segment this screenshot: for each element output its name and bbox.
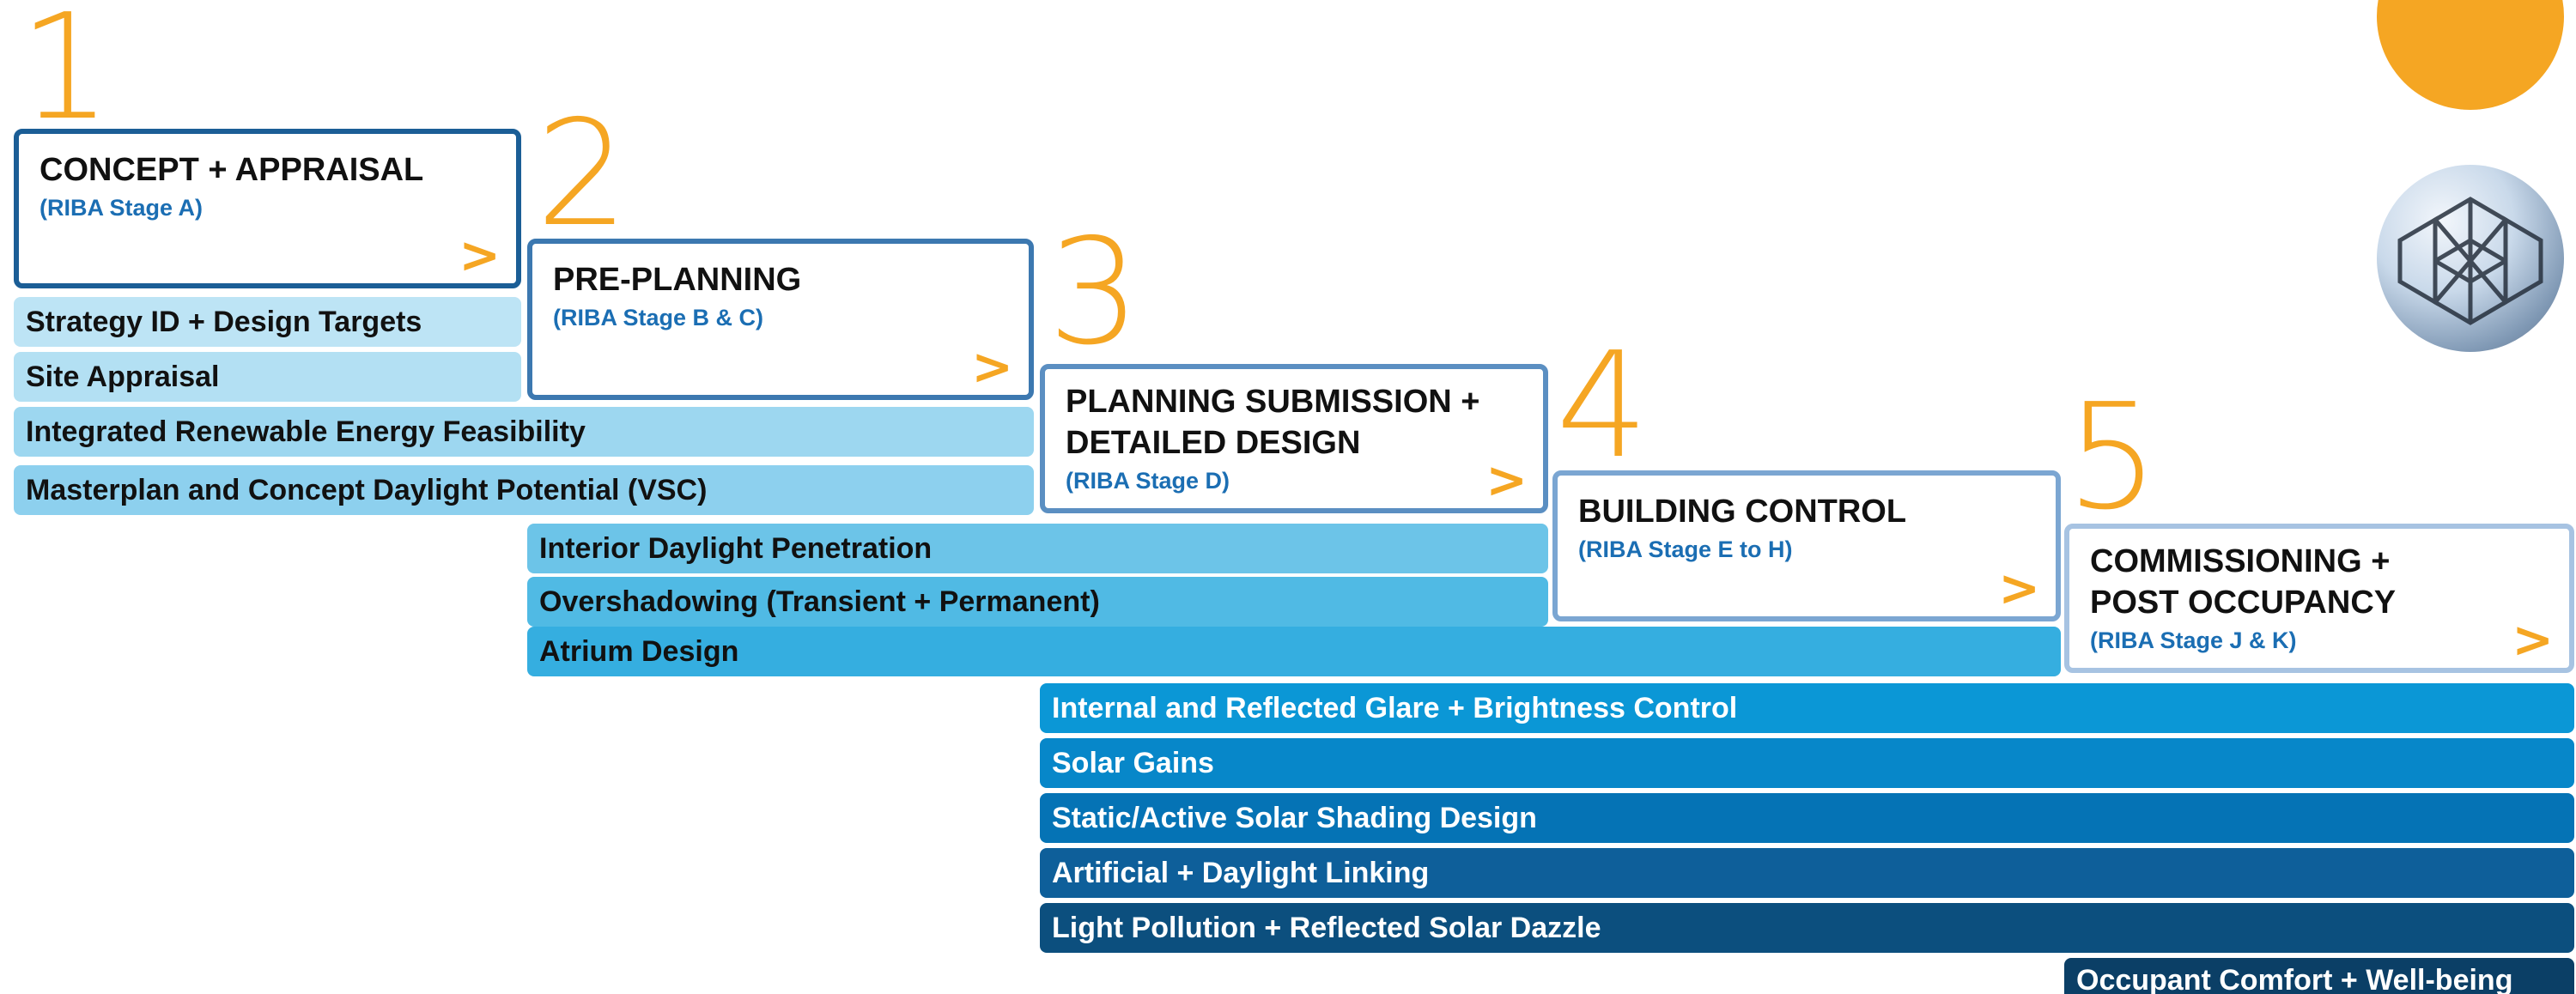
stage-3-title: PLANNING SUBMISSION + DETAILED DESIGN bbox=[1066, 384, 1480, 461]
stage-1-box: CONCEPT + APPRAISAL (RIBA Stage A) > bbox=[14, 129, 521, 288]
stage-1-subtitle: (RIBA Stage A) bbox=[39, 195, 204, 221]
stage-3-arrow-icon: > bbox=[1485, 451, 1528, 509]
stage-4-arrow-icon: > bbox=[1998, 559, 2040, 617]
task-bar-renewable-energy: Integrated Renewable Energy Feasibility bbox=[14, 407, 1034, 457]
stage-2-title: PRE-PLANNING bbox=[553, 262, 802, 298]
stage-1-title: CONCEPT + APPRAISAL bbox=[39, 152, 424, 188]
task-bar-interior-daylight: Interior Daylight Penetration bbox=[527, 524, 1548, 573]
stage-5-arrow-icon: > bbox=[2512, 610, 2554, 669]
stage-1-number: 1 bbox=[19, 0, 112, 153]
stage-4-subtitle: (RIBA Stage E to H) bbox=[1578, 536, 1793, 562]
task-bar-solar-shading: Static/Active Solar Shading Design bbox=[1040, 793, 2574, 843]
stage-3-subtitle: (RIBA Stage D) bbox=[1066, 468, 1230, 494]
stage-5-box: COMMISSIONING + POST OCCUPANCY (RIBA Sta… bbox=[2064, 524, 2574, 673]
task-bar-site-appraisal: Site Appraisal bbox=[14, 352, 521, 402]
task-bar-daylight-linking: Artificial + Daylight Linking bbox=[1040, 848, 2574, 898]
task-bar-atrium: Atrium Design bbox=[527, 627, 2061, 676]
canopy-photo bbox=[2377, 165, 2564, 352]
task-bar-glare: Internal and Reflected Glare + Brightnes… bbox=[1040, 683, 2574, 733]
stage-5-number: 5 bbox=[2066, 373, 2160, 542]
stage-5-subtitle: (RIBA Stage J & K) bbox=[2090, 627, 2297, 653]
stage-2-box: PRE-PLANNING (RIBA Stage B & C) > bbox=[527, 239, 1034, 400]
task-bar-strategy: Strategy ID + Design Targets bbox=[14, 297, 521, 347]
task-bar-light-pollution: Light Pollution + Reflected Solar Dazzle bbox=[1040, 903, 2574, 953]
sun-circle bbox=[2377, 0, 2564, 110]
stage-1-arrow-icon: > bbox=[459, 226, 501, 284]
stage-4-box: BUILDING CONTROL (RIBA Stage E to H) > bbox=[1552, 470, 2061, 621]
stage-3-box: PLANNING SUBMISSION + DETAILED DESIGN (R… bbox=[1040, 364, 1548, 513]
stage-2-subtitle: (RIBA Stage B & C) bbox=[553, 305, 764, 330]
stage-5-title: COMMISSIONING + POST OCCUPANCY bbox=[2090, 543, 2397, 621]
task-bar-occupant-comfort: Occupant Comfort + Well-being bbox=[2064, 958, 2574, 994]
stage-3-number: 3 bbox=[1048, 208, 1141, 378]
task-bar-solar-gains: Solar Gains bbox=[1040, 738, 2574, 788]
stage-4-title: BUILDING CONTROL bbox=[1578, 494, 1907, 530]
stage-4-number: 4 bbox=[1556, 321, 1649, 491]
task-bar-overshadowing: Overshadowing (Transient + Permanent) bbox=[527, 577, 1548, 627]
stage-2-number: 2 bbox=[536, 89, 629, 259]
task-bar-masterplan-daylight: Masterplan and Concept Daylight Potentia… bbox=[14, 465, 1034, 515]
stage-2-arrow-icon: > bbox=[971, 337, 1013, 396]
